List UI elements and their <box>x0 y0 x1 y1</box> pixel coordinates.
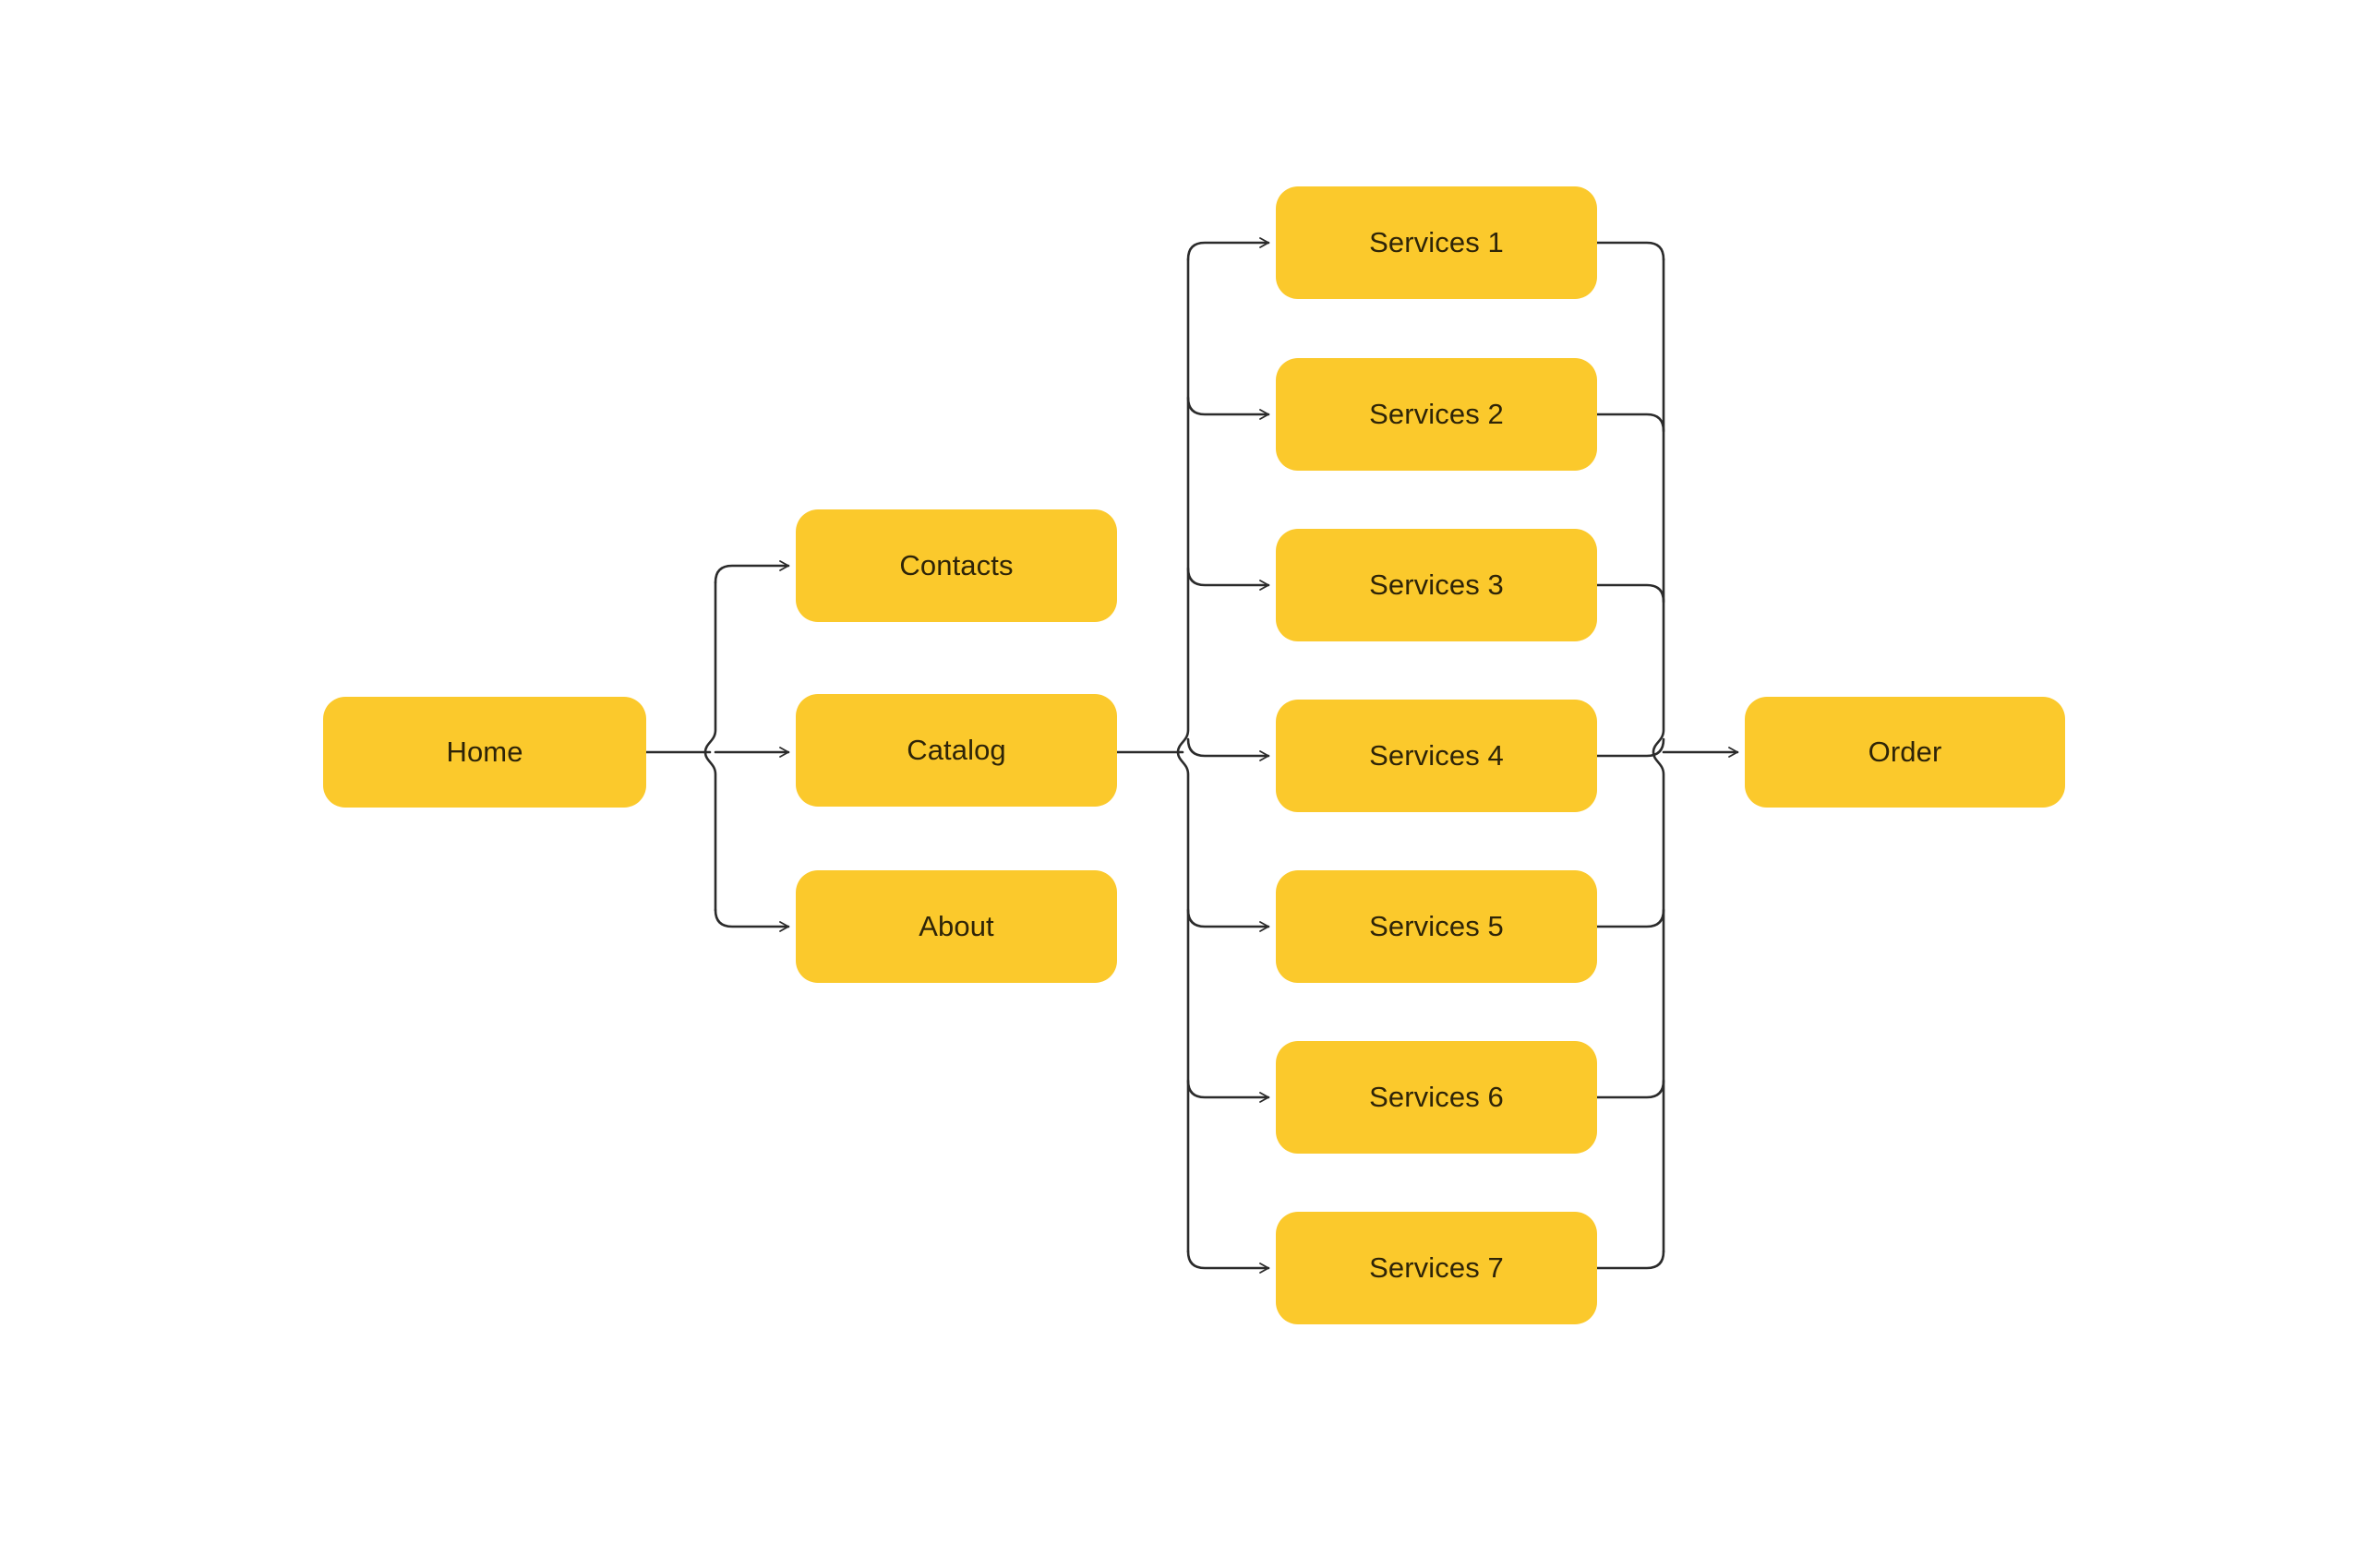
edge-path <box>703 581 717 912</box>
edge-path <box>1186 396 1270 420</box>
edge-path <box>1595 1250 1665 1270</box>
node-label: Order <box>1868 736 1942 769</box>
node-services-6[interactable]: Services 6 <box>1276 1041 1597 1154</box>
node-services-3[interactable]: Services 3 <box>1276 529 1597 641</box>
node-label: Contacts <box>899 549 1014 582</box>
edge-path <box>1595 1079 1665 1099</box>
node-label: Services 3 <box>1369 569 1504 602</box>
edge-path <box>714 560 790 584</box>
node-catalog[interactable]: Catalog <box>796 694 1117 807</box>
edge-path <box>1595 583 1665 604</box>
edge-path <box>1186 737 1270 761</box>
edge-path <box>1186 237 1270 261</box>
edge-path <box>1186 908 1270 932</box>
node-services-4[interactable]: Services 4 <box>1276 700 1597 812</box>
node-label: Home <box>446 736 523 769</box>
edge-path <box>1186 1079 1270 1103</box>
edge-path <box>1595 413 1665 433</box>
edge-path <box>1595 908 1665 928</box>
node-label: About <box>919 910 994 943</box>
node-about[interactable]: About <box>796 870 1117 983</box>
node-label: Services 1 <box>1369 226 1504 259</box>
node-label: Services 2 <box>1369 398 1504 431</box>
edge-path <box>714 908 790 932</box>
node-services-2[interactable]: Services 2 <box>1276 358 1597 471</box>
edge-path <box>1186 567 1270 591</box>
node-label: Services 6 <box>1369 1081 1504 1114</box>
edge-path <box>1186 1250 1270 1274</box>
node-services-5[interactable]: Services 5 <box>1276 870 1597 983</box>
node-services-7[interactable]: Services 7 <box>1276 1212 1597 1324</box>
node-label: Catalog <box>907 734 1006 767</box>
edge-path <box>1176 257 1190 1253</box>
node-order[interactable]: Order <box>1745 697 2065 808</box>
node-label: Services 4 <box>1369 739 1504 772</box>
node-contacts[interactable]: Contacts <box>796 509 1117 622</box>
node-label: Services 5 <box>1369 910 1504 943</box>
edge-path <box>1652 257 1665 1253</box>
node-label: Services 7 <box>1369 1251 1504 1285</box>
node-services-1[interactable]: Services 1 <box>1276 186 1597 299</box>
edge-path <box>1595 241 1665 261</box>
edge-path <box>1595 737 1665 758</box>
node-home[interactable]: Home <box>323 697 646 808</box>
